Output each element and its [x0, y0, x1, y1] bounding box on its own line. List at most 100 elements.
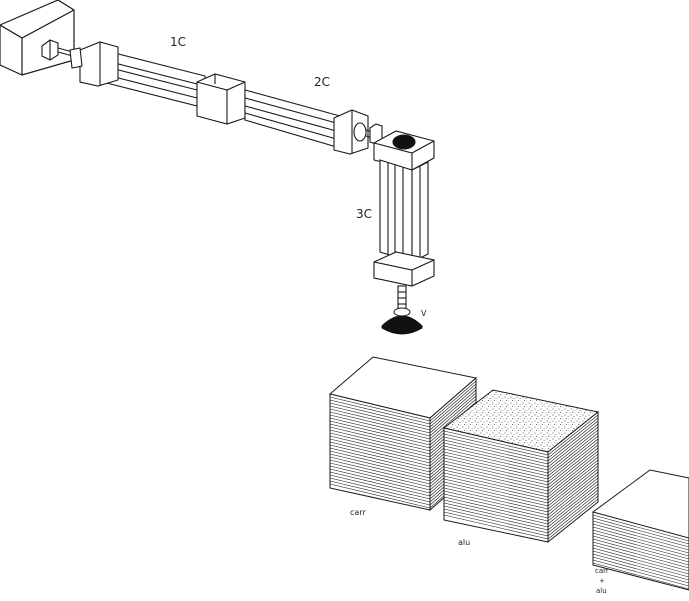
sheet-edge-line — [329, 396, 431, 422]
sheet-edge-line — [329, 459, 431, 485]
sheet-edge-line — [443, 499, 549, 525]
sheet-edge-line — [547, 447, 599, 489]
sheet-edge-line — [329, 426, 431, 452]
sheet-edge-line — [443, 493, 549, 519]
sheet-edge-line — [429, 383, 477, 425]
sheet-edge-line — [592, 550, 689, 578]
sheet-edge-line — [592, 532, 689, 560]
label-cylinder-1c: 1C — [170, 35, 187, 49]
sheet-edge-line — [443, 466, 549, 492]
sheet-edge-line — [329, 402, 431, 428]
sheet-edge-line — [329, 438, 431, 464]
sheet-edge-line — [443, 445, 549, 471]
sheet-edge-line — [443, 514, 549, 540]
sheet-edge-line — [443, 502, 549, 528]
label-cylinder-3c: 3C — [356, 207, 373, 221]
sheet-edge-line — [329, 483, 431, 509]
sheet-edge-line — [592, 520, 689, 548]
sheet-edge-line — [592, 523, 689, 551]
label-stack-alu: alu — [458, 538, 471, 547]
sheet-edge-line — [429, 389, 477, 431]
cylinder-3c-rod — [397, 285, 407, 311]
sheet-edge-line — [547, 423, 599, 465]
sheet-edge-line — [547, 432, 599, 474]
sheet-stack-carr-alu — [591, 469, 689, 591]
sheet-edge-line — [329, 432, 431, 458]
sheet-edge-line — [547, 429, 599, 471]
sheet-edge-line — [429, 392, 477, 434]
stack-alu-sheet-lines — [443, 414, 599, 540]
sheet-edge-line — [547, 426, 599, 468]
sheet-edge-line — [329, 453, 431, 479]
sheet-edge-line — [547, 498, 599, 540]
sheet-edge-line — [547, 456, 599, 498]
sheet-edge-line — [592, 544, 689, 572]
sheet-edge-line — [547, 465, 599, 507]
sheet-edge-line — [443, 436, 549, 462]
sheet-edge-line — [592, 529, 689, 557]
sheet-edge-line — [592, 562, 689, 590]
sheet-edge-line — [443, 442, 549, 468]
sheet-edge-line — [547, 459, 599, 501]
sheet-edge-line — [443, 484, 549, 510]
sheet-edge-line — [547, 483, 599, 525]
sheet-edge-line — [592, 526, 689, 554]
sheet-edge-line — [443, 490, 549, 516]
sheet-edge-line — [329, 429, 431, 455]
sheet-edge-line — [443, 433, 549, 459]
sheet-edge-line — [443, 472, 549, 498]
sheet-edge-line — [592, 556, 689, 584]
sheet-edge-line — [547, 414, 599, 456]
sheet-edge-line — [592, 547, 689, 575]
sheet-edge-line — [547, 474, 599, 516]
sheet-edge-line — [329, 480, 431, 506]
label-vacuum-cup: V — [421, 309, 427, 318]
wall-mount-block — [0, 0, 75, 76]
sheet-edge-line — [329, 408, 431, 434]
sheet-edge-line — [329, 444, 431, 470]
sheet-edge-line — [443, 457, 549, 483]
sheet-edge-line — [329, 417, 431, 443]
sheet-edge-line — [329, 471, 431, 497]
sheet-edge-line — [547, 489, 599, 531]
sheet-edge-line — [547, 495, 599, 537]
horizontal-cylinder-assembly — [41, 39, 383, 155]
sheet-edge-line — [329, 456, 431, 482]
cylinder-3c-top-block — [373, 130, 435, 171]
sheet-edge-line — [592, 517, 689, 545]
sheet-edge-line — [329, 465, 431, 491]
sheet-edge-line — [443, 511, 549, 537]
sheet-edge-line — [329, 423, 431, 449]
label-cylinder-2c: 2C — [314, 75, 331, 89]
sheet-edge-line — [329, 468, 431, 494]
sheet-edge-line — [547, 450, 599, 492]
sheet-edge-line — [443, 454, 549, 480]
sheet-edge-line — [547, 486, 599, 528]
sheet-edge-line — [547, 480, 599, 522]
sheet-edge-line — [443, 487, 549, 513]
sheet-edge-line — [443, 478, 549, 504]
sheet-edge-line — [547, 417, 599, 459]
sheet-edge-line — [592, 538, 689, 566]
sheet-edge-line — [547, 462, 599, 504]
middle-coupler-block — [196, 73, 246, 125]
sheet-edge-line — [443, 469, 549, 495]
sheet-edge-line — [547, 477, 599, 519]
sheet-edge-line — [329, 435, 431, 461]
sheet-edge-line — [329, 441, 431, 467]
sheet-edge-line — [329, 411, 431, 437]
sheet-stack-alu — [442, 389, 600, 544]
label-stack-mixed-bottom: alu — [596, 587, 607, 595]
sheet-edge-line — [443, 463, 549, 489]
sheet-edge-line — [443, 505, 549, 531]
sheet-edge-line — [443, 481, 549, 507]
rear-nut — [41, 39, 59, 61]
sheet-edge-line — [443, 460, 549, 486]
sheet-edge-line — [329, 450, 431, 476]
sheet-edge-line — [443, 475, 549, 501]
sheet-edge-line — [547, 444, 599, 486]
label-stack-mixed-top: carr — [595, 567, 609, 575]
cylinder-3c-bottom-block — [373, 251, 435, 287]
sheet-edge-line — [329, 414, 431, 440]
